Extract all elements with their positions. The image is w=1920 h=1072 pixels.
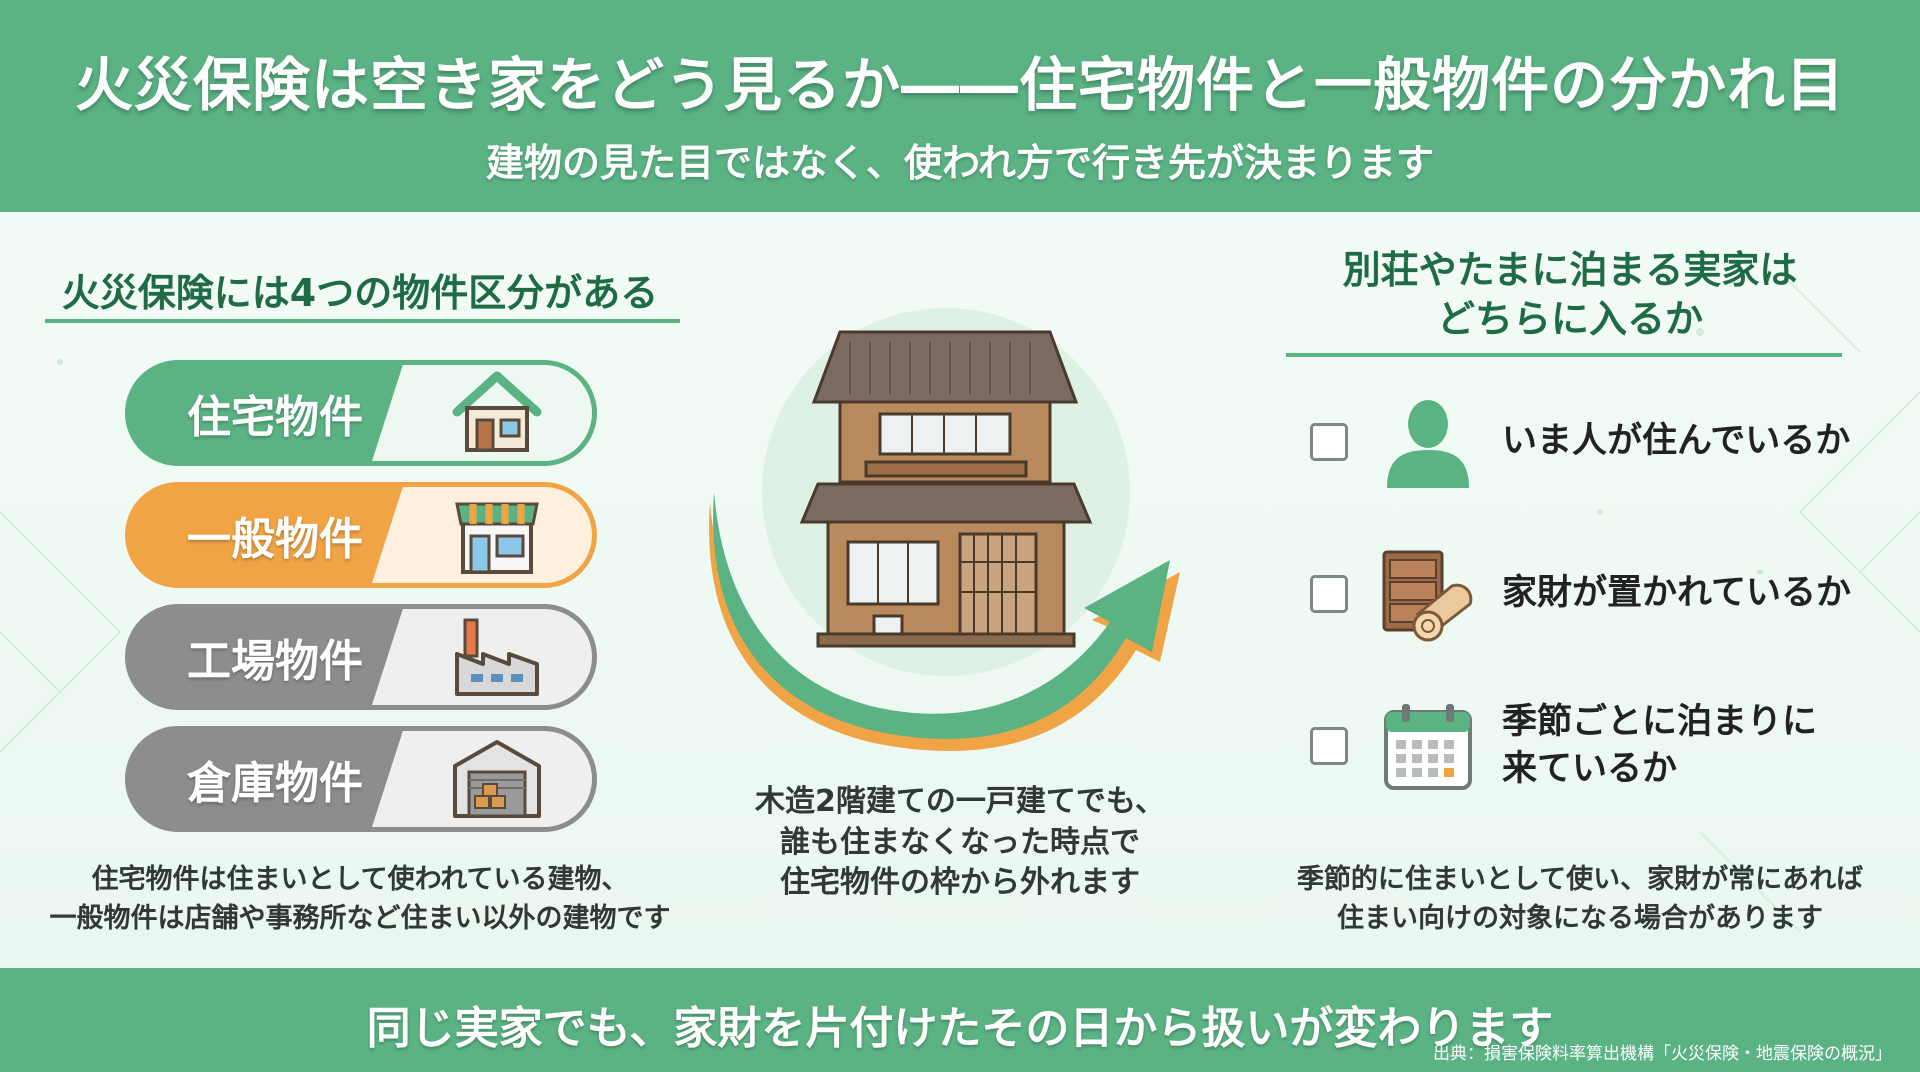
right-caption-line: 季節的に住まいとして使い、家財が常にあれば (1296, 864, 1864, 895)
page-title: 火災保険は空き家をどう見るか――住宅物件と一般物件の分かれ目 (74, 51, 1845, 119)
house-illustration (709, 308, 1180, 751)
right-heading-line: どちらに入るか (1436, 297, 1703, 342)
check-item-furniture: 家財が置かれているか (1310, 544, 1851, 644)
footer-banner: 同じ実家でも、家財を片付けたその日から扱いが変わります 出典：損害保険料率算出機… (0, 968, 1920, 1072)
check-item-text: 家財が置かれているか (1502, 573, 1851, 614)
category-label: 倉庫物件 (187, 758, 363, 809)
right-heading: 別荘やたまに泊まる実家は どちらに入るか (1290, 246, 1850, 345)
factory-icon (455, 618, 539, 696)
source-note: 出典：損害保険料率算出機構「火災保険・地震保険の概況」 (1433, 1044, 1892, 1064)
category-label: 工場物件 (187, 636, 363, 687)
category-label: 一般物件 (187, 514, 363, 565)
check-item-text: いま人が住んでいるか (1502, 421, 1851, 462)
furniture-icon (1382, 550, 1473, 642)
checkbox[interactable] (1310, 575, 1348, 613)
category-warehouse: 倉庫物件 (125, 726, 597, 832)
category-housing: 住宅物件 (125, 360, 597, 466)
warehouse-icon (453, 740, 541, 818)
center-caption-line: 木造2階建ての一戸建てでも、 (755, 784, 1165, 819)
left-caption-line: 住宅物件は住まいとして使われている建物、 (91, 864, 629, 895)
background-pattern (0, 271, 1920, 933)
right-heading-underline (1286, 353, 1842, 357)
center-caption-line: 住宅物件の枠から外れます (780, 865, 1140, 900)
check-item-occupied: いま人が住んでいるか (1310, 392, 1850, 492)
main-content: 火災保険には4つの物件区分がある 住宅物件 一般物件 工場物件 (0, 212, 1920, 968)
left-heading-underline (45, 319, 680, 323)
right-caption-line: 住まい向けの対象になる場合があります (1337, 903, 1823, 935)
calendar-icon (1384, 704, 1472, 790)
left-heading: 火災保険には4つの物件区分がある (61, 271, 659, 315)
right-heading-line: 別荘やたまに泊まる実家は (1342, 248, 1798, 292)
center-caption: 木造2階建ての一戸建てでも、 誰も住まなくなった時点で 住宅物件の枠から外れます (700, 782, 1220, 904)
check-item-seasonal: 季節ごとに泊まりに 来ているか (1310, 696, 1817, 796)
house-icon (452, 371, 542, 452)
check-item-text: 季節ごとに泊まりに (1502, 701, 1818, 742)
left-caption: 住宅物件は住まいとして使われている建物、 一般物件は店舗や事務所など住まい以外の… (20, 860, 700, 938)
checkbox[interactable] (1310, 727, 1348, 765)
right-caption: 季節的に住まいとして使い、家財が常にあれば 住まい向けの対象になる場合があります (1270, 860, 1890, 938)
center-caption-line: 誰も住まなくなった時点で (780, 824, 1140, 860)
check-item-text: 来ているか (1502, 749, 1678, 789)
checkbox[interactable] (1310, 423, 1348, 461)
category-label: 住宅物件 (187, 392, 363, 443)
left-caption-line: 一般物件は店舗や事務所など住まい以外の建物です (49, 903, 671, 935)
category-general: 一般物件 (125, 482, 597, 588)
header-banner: 火災保険は空き家をどう見るか――住宅物件と一般物件の分かれ目 建物の見た目ではな… (0, 0, 1920, 212)
person-icon (1387, 400, 1469, 488)
page-subtitle: 建物の見た目ではなく、使われ方で行き先が決まります (485, 141, 1435, 185)
shop-icon (455, 502, 539, 574)
footer-message: 同じ実家でも、家財を片付けたその日から扱いが変わります (366, 1003, 1554, 1054)
category-factory: 工場物件 (125, 604, 597, 710)
